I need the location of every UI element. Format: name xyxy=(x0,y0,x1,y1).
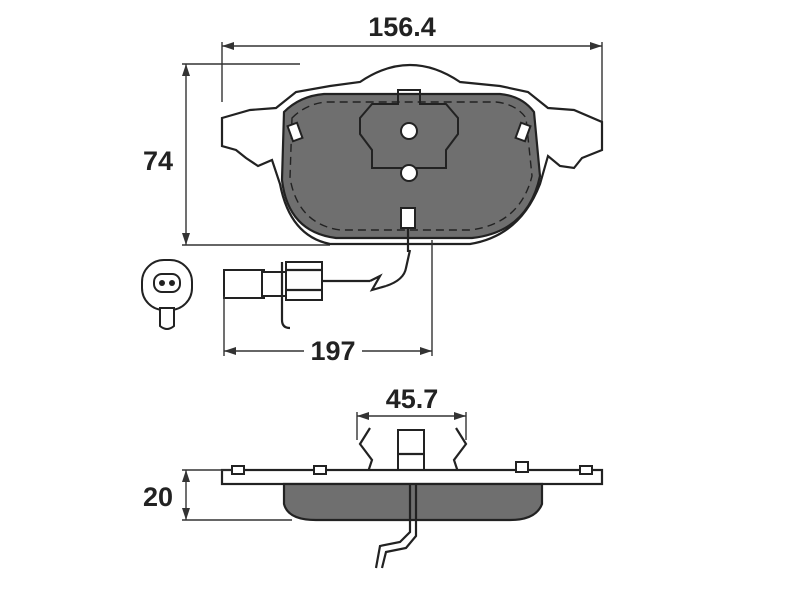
sensor-length-label: 197 xyxy=(310,336,355,366)
height-dimension: 74 xyxy=(143,63,330,246)
clip-width-label: 45.7 xyxy=(386,384,439,414)
clip-width-dimension: 45.7 xyxy=(356,384,467,440)
pad-side-view xyxy=(220,427,604,569)
sensor-length-dimension: 197 xyxy=(223,240,433,366)
width-label: 156.4 xyxy=(368,12,436,42)
width-dimension: 156.4 xyxy=(221,12,603,122)
pad-front-view xyxy=(220,64,604,252)
wear-sensor xyxy=(141,249,412,330)
thickness-dimension: 20 xyxy=(143,469,292,521)
height-label: 74 xyxy=(143,146,173,176)
thickness-label: 20 xyxy=(143,482,173,512)
